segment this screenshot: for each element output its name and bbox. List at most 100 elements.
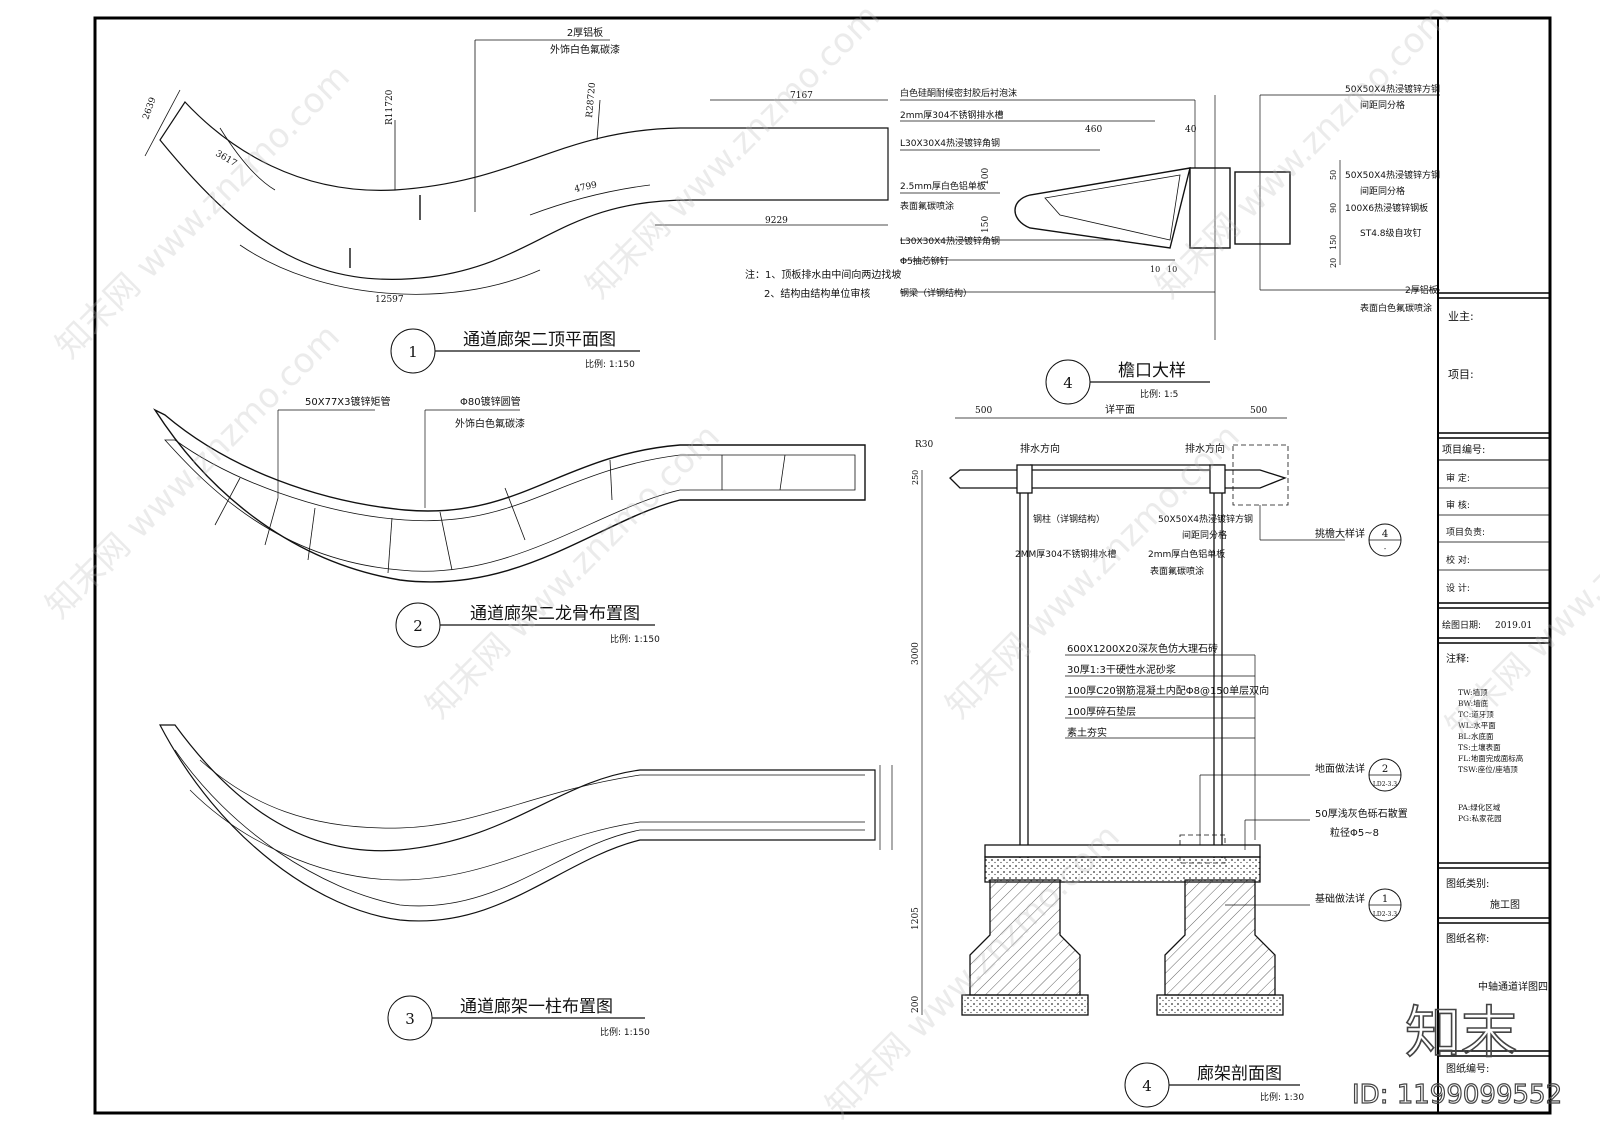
tb-note-2: TC:道牙顶 [1458, 709, 1494, 719]
drawing-2-text: 50X77X3镀锌矩管 Φ80镀锌圆管 外饰白色氟碳漆 2 通道廊架二龙骨布置图… [305, 395, 660, 648]
d4b-label-0: 排水方向 [1020, 442, 1060, 455]
d4b-callout-2-num: 1 [1382, 894, 1388, 905]
tb-project: 项目: [1448, 368, 1474, 381]
tb-name-label: 图纸名称: [1446, 932, 1489, 945]
d2-label-0: 50X77X3镀锌矩管 [305, 395, 391, 408]
d4b-label-6: 2mm厚白色铝单板 [1148, 548, 1225, 560]
watermark-tiles: 知末网 www.znzmo.com 知末网 www.znzmo.com 知末网 … [38, 0, 1600, 1126]
d1-number: 1 [408, 343, 418, 361]
d4a-dim-5: 10 [1167, 265, 1177, 274]
sheet-border [93, 16, 1552, 1115]
d4b-layer-3: 100厚碎石垫层 [1067, 705, 1136, 718]
d4b-dim-7: 200 [911, 996, 921, 1013]
watermark-tile: 知末网 www.znzmo.com [1148, 0, 1458, 306]
d4b-callout-1-text: 地面做法详 [1315, 762, 1365, 775]
d4a-right-3: 间距同分格 [1360, 185, 1405, 197]
drawing-4b-section [921, 417, 1289, 1016]
d4b-callout-2-text: 基础做法详 [1315, 892, 1365, 905]
watermark-logo: 知末 [1405, 1001, 1517, 1066]
d4b-label-5: 2MM厚304不锈钢排水槽 [1015, 548, 1116, 560]
d4b-dim-6: 1205 [911, 907, 921, 930]
d2-label-1: Φ80镀锌圆管 [460, 395, 521, 408]
drawing-2-keel-layout [153, 408, 866, 583]
d4b-callout-0-num: 4 [1382, 529, 1388, 540]
d4b-layer-2: 100厚C20钢筋混凝土内配Φ8@150单层双向 [1067, 684, 1269, 697]
d4b-dim-2: 500 [1250, 406, 1267, 416]
d4b-dim-1: 详平面 [1105, 403, 1135, 416]
d1-dim-3: R28720 [585, 82, 598, 118]
d4a-left-0: 白色硅酮耐候密封胶后衬泡沫 [900, 87, 1017, 99]
tb-note-8: PA:绿化区域 [1458, 802, 1501, 812]
d4a-left-4: 表面氟碳喷涂 [900, 200, 954, 212]
d4a-dim-7: 90 [1329, 203, 1338, 213]
tb-note-9: PG:私家花园 [1458, 813, 1502, 823]
d4a-dim-1: 40 [1185, 125, 1197, 135]
d4b-gravel-1: 粒径Φ5~8 [1330, 826, 1379, 839]
tb-row-2: 项目负责: [1446, 526, 1485, 538]
d1-dim-7: 9229 [765, 216, 788, 226]
d1-dim-0: 2639 [141, 96, 158, 121]
d4a-right-0: 50X50X4热浸镀锌方钢 [1345, 83, 1440, 95]
d4b-layer-1: 30厚1:3干硬性水泥砂浆 [1067, 663, 1176, 676]
tb-note-0: TW:墙顶 [1458, 687, 1488, 697]
d2-label-2: 外饰白色氟碳漆 [455, 417, 525, 430]
d4b-callout-1-sub: LD2-3.3 [1373, 781, 1397, 788]
watermark-tile: 知末网 www.znzmo.com [38, 317, 348, 627]
d4a-right-7: 表面白色氟碳喷涂 [1360, 302, 1432, 314]
tb-note-3: WL:水平面 [1458, 720, 1496, 730]
d1-title: 通道廊架二顶平面图 [463, 330, 616, 350]
drawing-1-roof-plan [144, 39, 889, 295]
tb-note-4: BL:水底面 [1458, 731, 1494, 741]
watermark-tile: 知末网 www.znzmo.com [818, 817, 1128, 1127]
drawing-3-text: 3 通道廊架一柱布置图 比例: 1:150 [387, 995, 650, 1041]
d4b-label-7: 表面氟碳喷涂 [1150, 565, 1204, 577]
d4b-title: 廊架剖面图 [1197, 1064, 1282, 1084]
d1-dim-4: 4799 [574, 180, 599, 195]
d1-scale: 比例: 1:150 [585, 358, 635, 370]
d4b-label-3: 50X50X4热浸镀锌方钢 [1158, 513, 1253, 525]
drawing-3-column-layout [159, 724, 893, 922]
tb-row-1: 审 核: [1446, 499, 1470, 511]
d4b-dim-4: 250 [911, 470, 920, 485]
d4b-callout-0-sub: - [1384, 545, 1387, 553]
d4b-callout-1-num: 2 [1382, 764, 1388, 775]
d4a-note-1: 2、结构由结构单位审核 [764, 287, 870, 300]
d4b-dim-3: R30 [915, 440, 934, 450]
d4a-dim-9: 20 [1329, 258, 1338, 268]
d4a-left-2: L30X30X4热浸镀锌角钢 [900, 137, 1000, 149]
d4b-callout-2-sub: LD2-3.3 [1373, 911, 1397, 918]
tb-date: 2019.01 [1495, 621, 1532, 631]
tb-note-7: TSW:座位/座墙顶 [1458, 764, 1518, 774]
d4a-title: 檐口大样 [1118, 361, 1186, 381]
title-block-text: 业主: 项目: 项目编号: 审 定: 审 核: 项目负责: 校 对: 设 计: … [1442, 310, 1548, 1075]
tb-project-no: 项目编号: [1442, 443, 1485, 456]
d4b-layer-4: 素土夯实 [1067, 726, 1107, 739]
d4a-right-6: 2厚铝板 [1405, 284, 1438, 296]
watermark-id: ID: 1199099552 [1352, 1080, 1562, 1110]
d4a-dim-4: 10 [1150, 265, 1160, 274]
tb-name: 中轴通道详图四 [1478, 980, 1548, 993]
watermark-tile: 知末网 www.znzmo.com [578, 0, 888, 306]
d1-dim-2: R11720 [385, 89, 395, 125]
d4b-callout-0-text: 挑檐大样详 [1315, 527, 1365, 540]
drawing-4a-leaders [900, 99, 1215, 293]
tb-row-3: 校 对: [1446, 554, 1470, 566]
drawing-1-text: 2厚铝板 外饰白色氟碳漆 2639 3617 R11720 R28720 479… [141, 26, 813, 374]
d4b-label-1: 排水方向 [1185, 442, 1225, 455]
d4a-left-6: Φ5抽芯铆钉 [900, 255, 949, 267]
d4a-right-4: 100X6热浸镀锌钢板 [1345, 202, 1428, 214]
tb-category: 施工图 [1490, 898, 1520, 911]
d4a-dim-0: 460 [1085, 125, 1102, 135]
drawing-4b-text: 500 详平面 500 R30 250 3000 1205 200 排水方向 排… [911, 403, 1408, 1108]
d4a-number: 4 [1063, 374, 1073, 392]
tb-category-label: 图纸类别: [1446, 877, 1489, 890]
d4a-left-3: 2.5mm厚白色铝单板 [900, 180, 986, 192]
d4a-right-2: 50X50X4热浸镀锌方钢 [1345, 169, 1440, 181]
d2-title: 通道廊架二龙骨布置图 [470, 604, 640, 624]
drawing-4b-leaders [1065, 505, 1345, 906]
d4a-dim-3: 150 [981, 216, 991, 233]
d3-scale: 比例: 1:150 [600, 1026, 650, 1038]
title-block [1437, 17, 1551, 1114]
drawing-4a-eave-detail [1014, 94, 1440, 340]
